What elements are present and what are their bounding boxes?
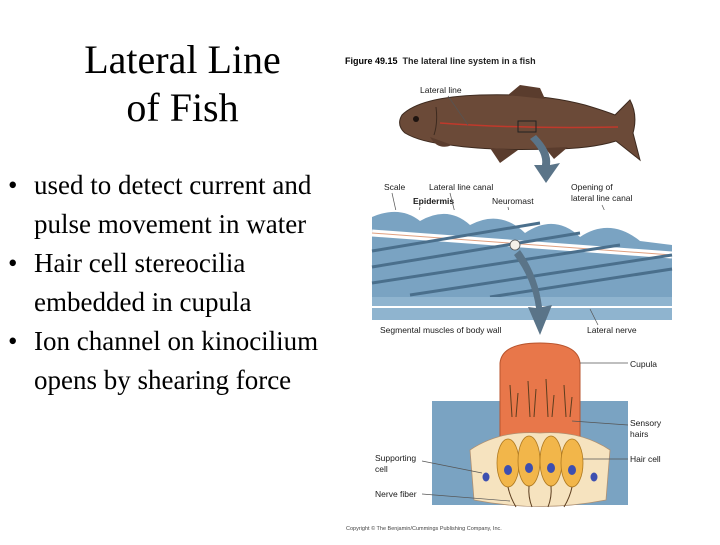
- cupula: [499, 342, 581, 451]
- leader-supporting-cell: [421, 460, 483, 474]
- bullet-item: • used to detect current and pulse moveme…: [8, 166, 343, 244]
- fish-gill: [433, 106, 438, 136]
- slide-title-line-1: Lateral Line: [84, 37, 281, 82]
- label-supporting-cell-line-1: Supporting: [375, 453, 416, 463]
- fish-dorsal-fin: [508, 85, 545, 99]
- segmental-muscles: [372, 297, 672, 320]
- label-sensory-hairs-line-2: hairs: [630, 429, 648, 439]
- bullet-icon: •: [8, 170, 18, 200]
- scales: [371, 221, 673, 299]
- label-lateral-nerve: Lateral nerve: [587, 325, 637, 335]
- label-scale: Scale: [384, 182, 406, 192]
- label-supporting-cell-line-2: cell: [375, 464, 388, 474]
- slide-title-line-2: of Fish: [126, 85, 239, 130]
- leader-sensory-hairs: [571, 420, 629, 426]
- label-hair-cell: Hair cell: [630, 454, 661, 464]
- leader-lateral-nerve: [589, 308, 599, 326]
- figure-number: Figure 49.15: [345, 56, 398, 66]
- cell-nuclei: [482, 463, 598, 482]
- bullet-icon: •: [8, 248, 18, 278]
- bullet-text: Ion channel on kinocilium opens by shear…: [34, 326, 319, 395]
- fish-anal-fin: [545, 147, 568, 159]
- label-lateral-line-canal: Lateral line canal: [429, 182, 493, 192]
- neuromast-icon: [509, 239, 521, 251]
- slide-title: Lateral Line of Fish: [40, 36, 325, 132]
- label-segmental-muscles: Segmental muscles of body wall: [380, 325, 502, 335]
- label-epidermis: Epidermis: [413, 196, 454, 206]
- fish-pelvic-fin: [490, 148, 518, 163]
- supporting-cells: [469, 432, 611, 507]
- zoom-arrow-icon: [530, 135, 560, 183]
- leader-lateral-line: [447, 95, 469, 126]
- fish-detail-box: [517, 120, 537, 133]
- neuromast-detail: [432, 342, 628, 508]
- fish-illustration: [399, 85, 641, 163]
- figure-caption: Figure 49.15 The lateral line system in a…: [345, 56, 536, 66]
- zoom-arrow-2-icon: [514, 250, 552, 335]
- bullet-icon: •: [8, 326, 18, 356]
- fish-pectoral-fin: [430, 137, 452, 147]
- nerve-fibers: [507, 485, 573, 508]
- label-cupula: Cupula: [630, 359, 657, 369]
- label-lateral-line: Lateral line: [420, 85, 462, 95]
- bullet-item: • Hair cell stereocilia embedded in cupul…: [8, 244, 343, 322]
- copyright-text: Copyright © The Benjamin/Cummings Publis…: [346, 525, 502, 532]
- label-neuromast: Neuromast: [492, 196, 534, 206]
- bullet-item: • Ion channel on kinocilium opens by shea…: [8, 322, 343, 400]
- label-nerve-fiber: Nerve fiber: [375, 489, 417, 499]
- bullet-list: • used to detect current and pulse moveme…: [8, 166, 343, 400]
- figure-caption-text: The lateral line system in a fish: [403, 56, 536, 66]
- label-sensory-hairs-line-1: Sensory: [630, 418, 662, 428]
- label-opening-line-2: lateral line canal: [571, 193, 633, 203]
- bullet-text: Hair cell stereocilia embedded in cupula: [34, 248, 252, 317]
- fish-lateral-line: [439, 122, 619, 129]
- leader-nerve-fiber: [421, 493, 511, 502]
- label-opening-line-1: Opening of: [571, 182, 613, 192]
- lateral-line-figure: Figure 49.15 The lateral line system in a…: [340, 45, 720, 540]
- bullet-text: used to detect current and pulse movemen…: [34, 170, 312, 239]
- sensory-hairs: [509, 378, 573, 418]
- fish-eye: [413, 116, 419, 122]
